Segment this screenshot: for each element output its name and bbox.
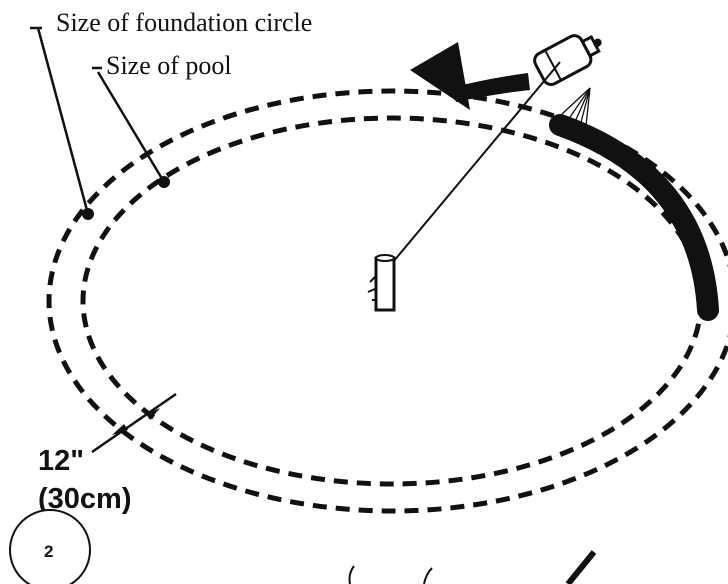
spray-can-icon xyxy=(533,34,602,127)
pool-label: Size of pool xyxy=(106,51,232,80)
next-figure-fragment xyxy=(348,550,597,584)
foundation-leader-dot xyxy=(82,208,94,220)
foundation-circle-outline xyxy=(46,88,728,514)
center-stake-icon xyxy=(367,254,396,312)
direction-arrow-icon xyxy=(410,42,530,110)
step-badge xyxy=(9,509,91,584)
foundation-leader xyxy=(36,27,90,215)
dimension-line xyxy=(91,392,177,454)
distance-inches-label: 12" xyxy=(38,445,84,477)
measuring-string xyxy=(387,61,561,269)
pool-leader xyxy=(96,71,166,183)
step-number: 2 xyxy=(44,542,53,561)
foundation-circle-label: Size of foundation circle xyxy=(56,8,312,37)
pool-leader-dot xyxy=(158,176,170,188)
painted-arc xyxy=(549,114,719,321)
